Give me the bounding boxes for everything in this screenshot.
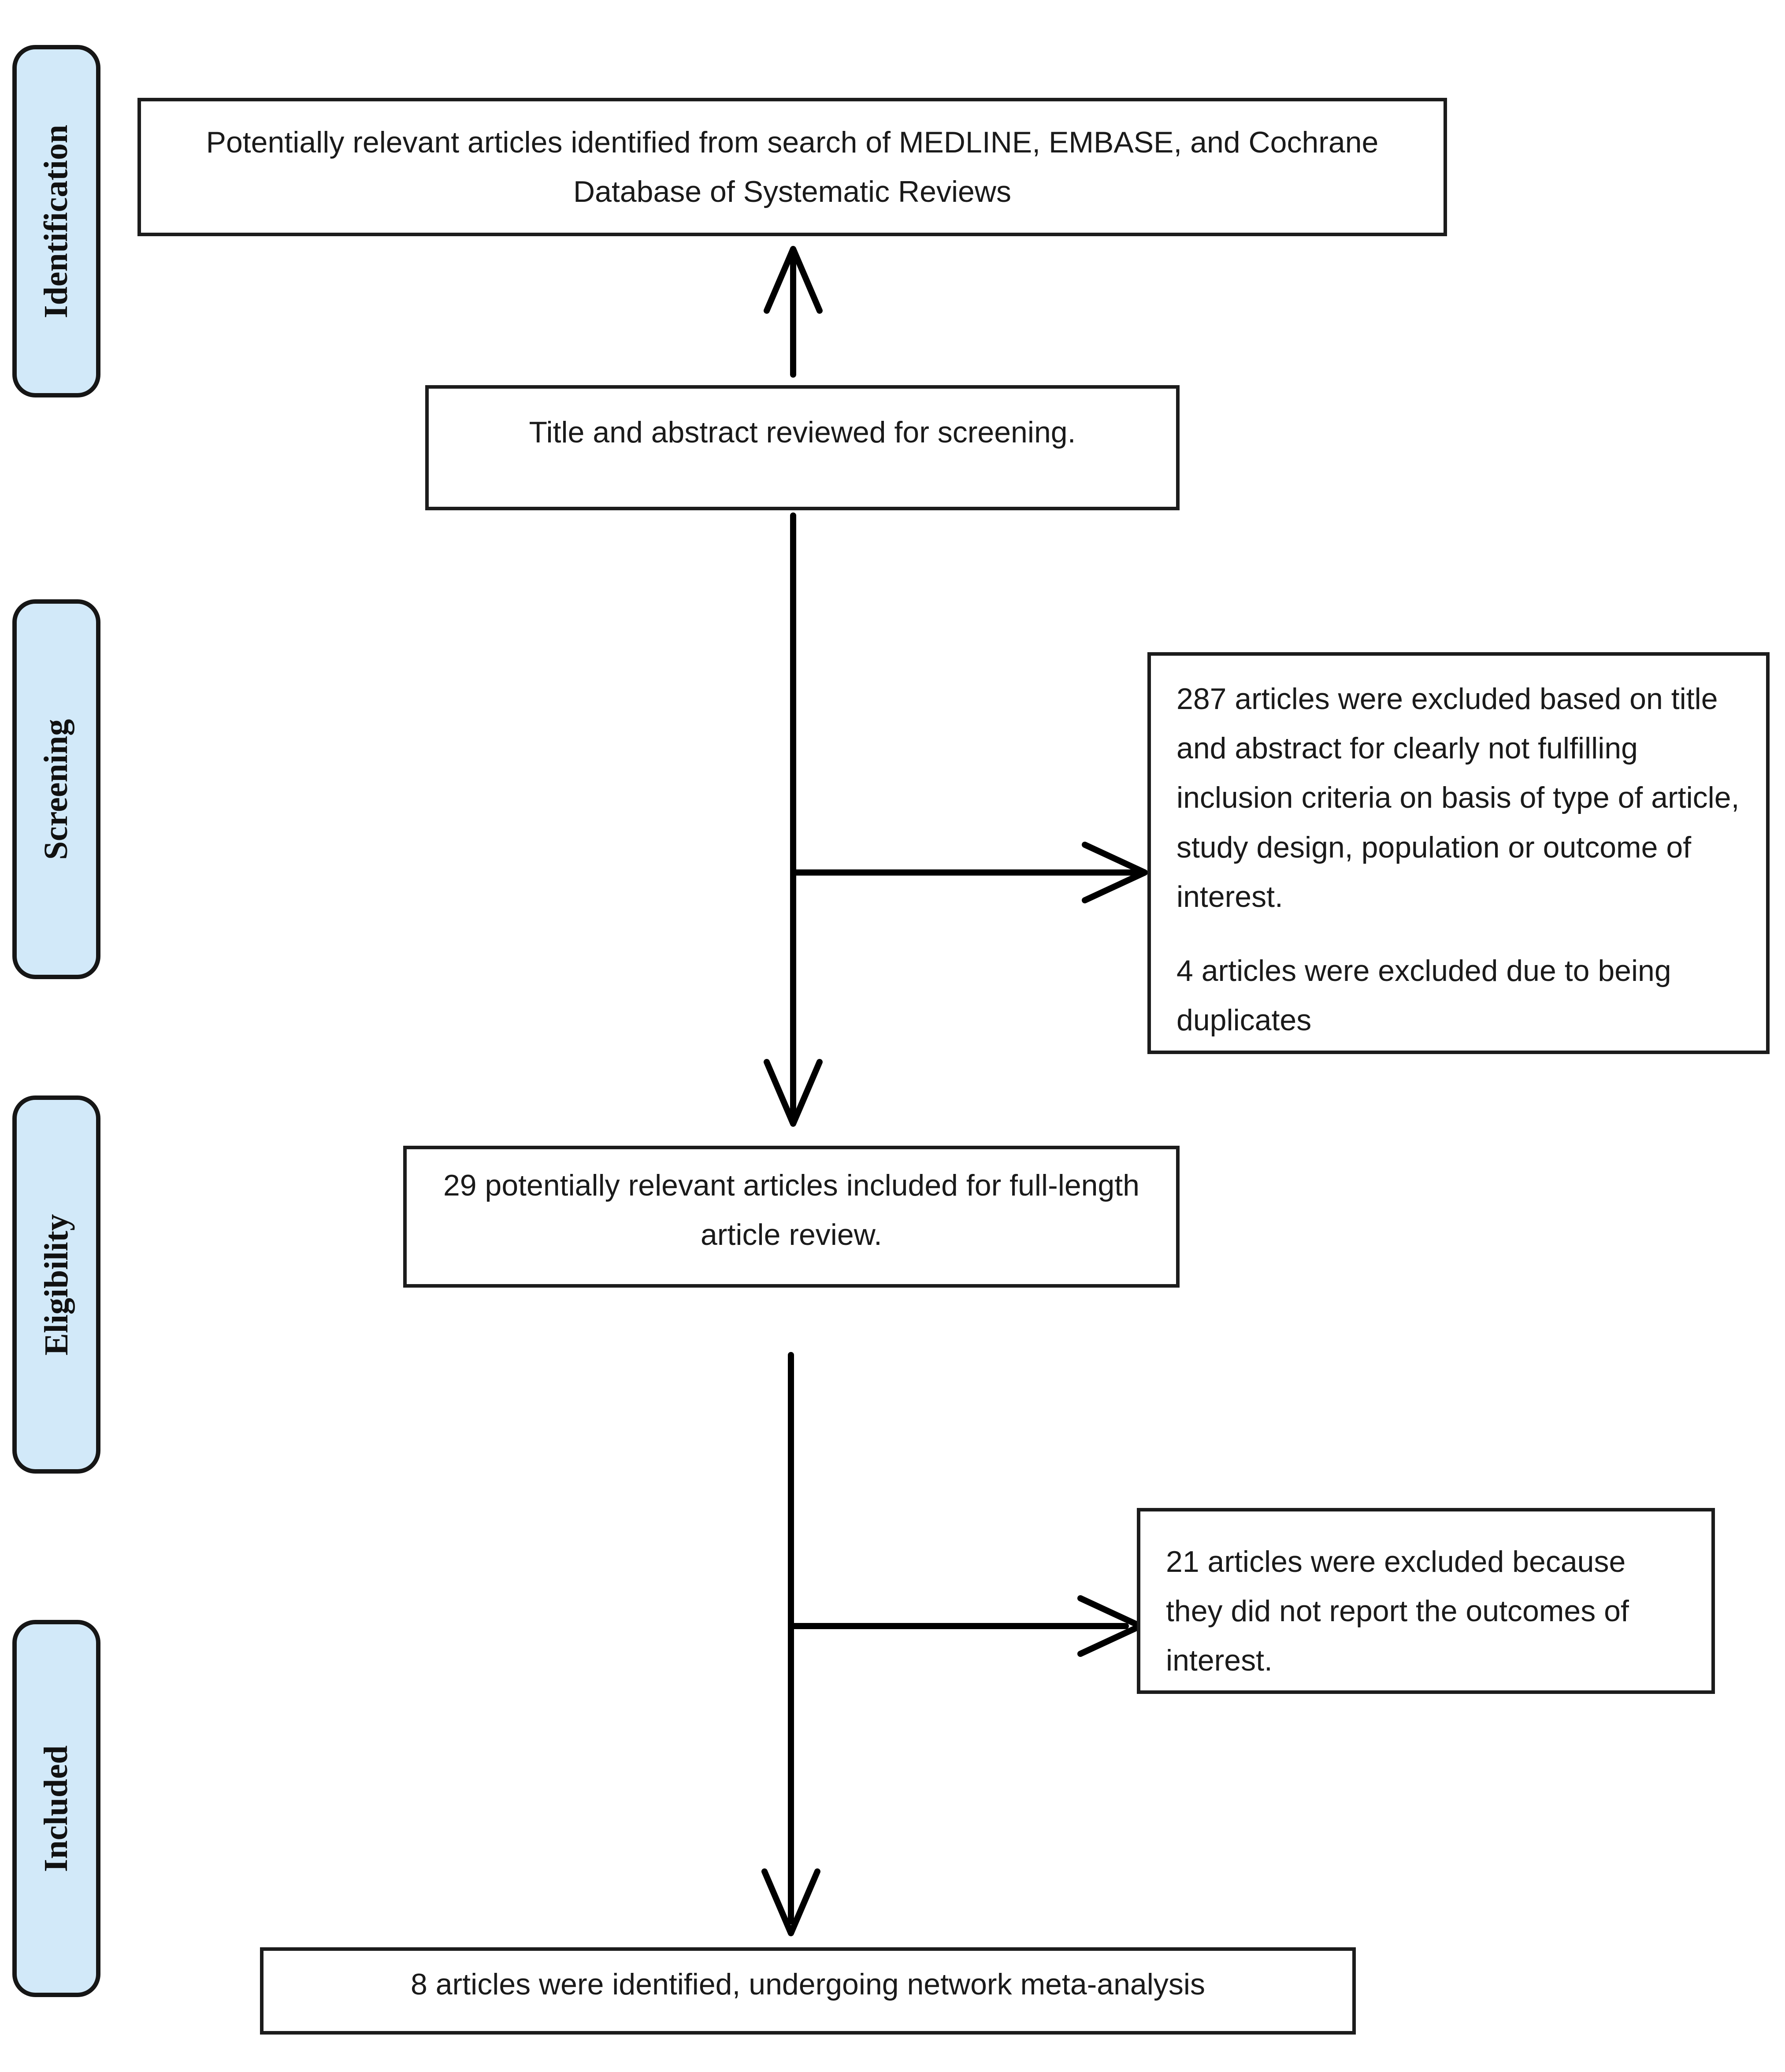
box-excluded-screening: 287 articles were excluded based on titl… [1147,652,1770,1054]
down-arrow-2-head-icon [761,1868,820,1936]
up-arrow-head-icon [764,246,823,314]
excluded-screening-paragraph-2: 4 articles were excluded due to being du… [1176,954,1671,1037]
box-full-length-review: 29 potentially relevant articles include… [403,1146,1180,1288]
box-network-meta-analysis: 8 articles were identified, undergoing n… [260,1947,1356,2035]
stage-box-eligibility: Eligibility [12,1095,100,1474]
stage-label-included: Included [37,1745,75,1872]
stage-label-eligibility: Eligibility [37,1214,75,1355]
stage-box-included: Included [12,1620,100,1997]
right-arrow-1-head-icon [1082,842,1148,903]
box-full-length-review-text: 29 potentially relevant articles include… [443,1168,1139,1251]
stage-label-identification: Identification [37,124,75,318]
box-network-meta-analysis-text: 8 articles were identified, undergoing n… [411,1967,1205,2001]
down-arrow-1-head-icon [764,1059,823,1127]
stage-box-screening: Screening [12,599,100,979]
excluded-no-outcomes-text: 21 articles were excluded because they d… [1166,1545,1629,1678]
excluded-screening-paragraph-1: 287 articles were excluded based on titl… [1176,682,1740,913]
box-title-abstract-screening-text: Title and abstract reviewed for screenin… [529,415,1076,449]
stage-label-screening: Screening [37,719,75,860]
box-excluded-no-outcomes: 21 articles were excluded because they d… [1137,1508,1715,1694]
right-arrow-2-head-icon [1077,1595,1143,1657]
stage-box-identification: Identification [12,45,100,397]
box-articles-identified: Potentially relevant articles identified… [137,98,1447,236]
box-title-abstract-screening: Title and abstract reviewed for screenin… [425,385,1180,510]
box-articles-identified-text: Potentially relevant articles identified… [206,125,1379,208]
